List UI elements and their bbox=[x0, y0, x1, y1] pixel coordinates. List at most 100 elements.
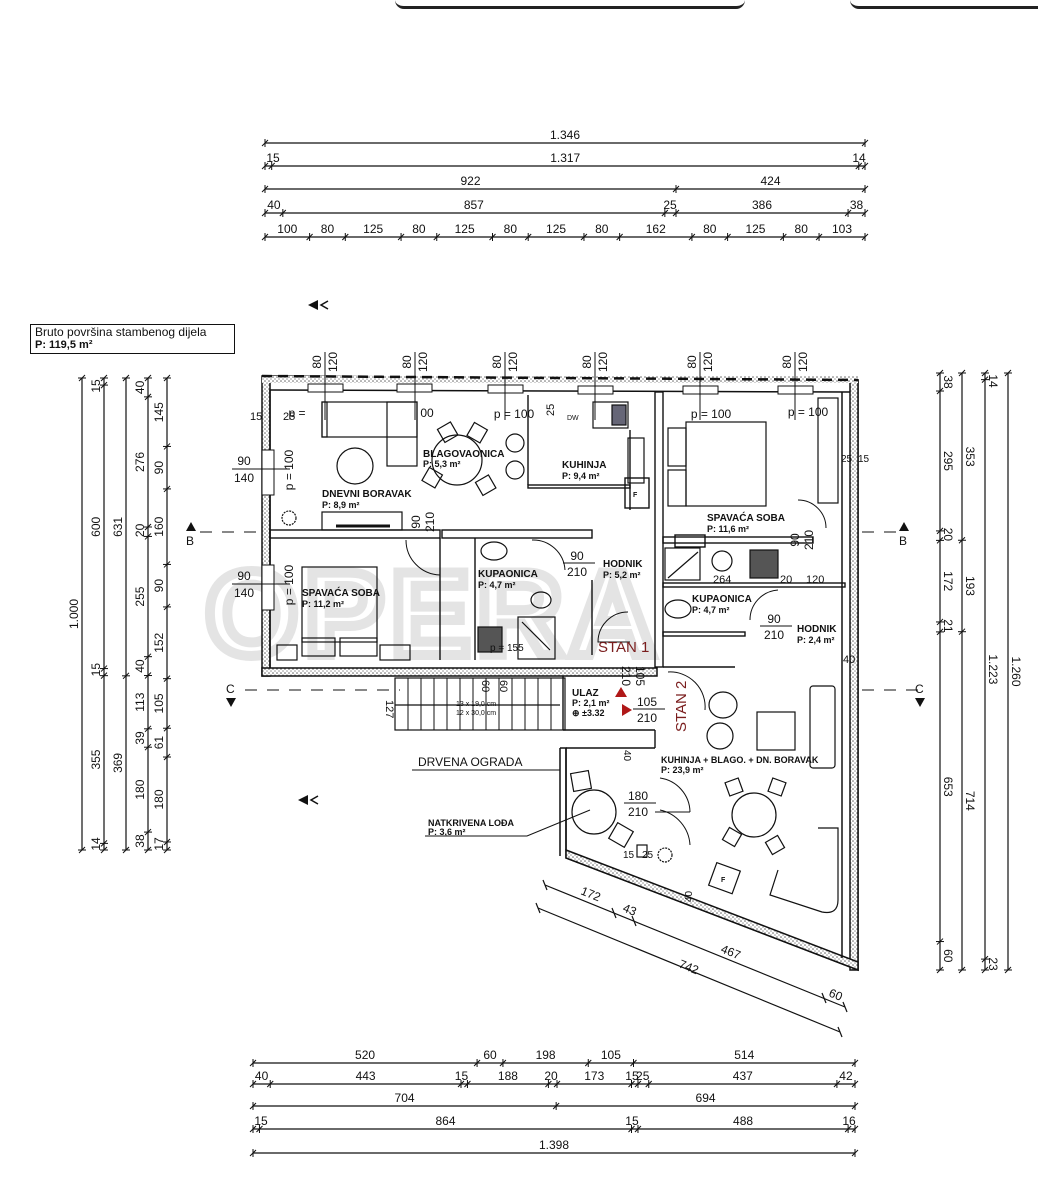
room-area: P: 2,1 m² bbox=[572, 698, 610, 708]
dimension-value: 61 bbox=[152, 736, 166, 750]
elevation-marker-icon bbox=[298, 795, 319, 805]
dimension-value: 443 bbox=[356, 1069, 376, 1083]
room-name: KUPAONICA bbox=[478, 569, 538, 580]
dimension-value: 295 bbox=[941, 451, 955, 471]
door-width: 105 bbox=[637, 695, 657, 709]
dimension-value: 631 bbox=[111, 517, 125, 537]
dimension-value: 20 bbox=[133, 523, 147, 537]
bottom-dimension-chains bbox=[253, 1062, 855, 1154]
exterior-walls bbox=[261, 374, 859, 972]
dimension-value: 60 bbox=[941, 949, 955, 963]
scan-edge-mark bbox=[850, 0, 1038, 9]
door-height: 210 bbox=[423, 512, 437, 532]
wall-dim: 15 bbox=[858, 454, 870, 465]
gross-area-box: Bruto površina stambenog dijela P: 119,5… bbox=[30, 324, 235, 354]
dimension-value: 15 bbox=[455, 1069, 469, 1083]
dimension-value: 172 bbox=[941, 571, 955, 591]
dimension-value: 145 bbox=[152, 402, 166, 422]
window-width: 90 bbox=[237, 569, 251, 583]
dimension-value: 704 bbox=[395, 1091, 415, 1105]
door-width: 90 bbox=[570, 549, 584, 563]
dimension-value: 353 bbox=[963, 447, 977, 467]
dimension-value: 1.000 bbox=[67, 599, 81, 629]
wall-dim: 40 bbox=[684, 890, 695, 902]
section-lines bbox=[200, 531, 918, 691]
dimension-value: 15 bbox=[625, 1069, 639, 1083]
parapet-label: p = bbox=[288, 406, 305, 420]
door-width: 90 bbox=[409, 515, 423, 529]
gross-area-value: P: 119,5 m² bbox=[35, 339, 93, 351]
room-name: HODNIK bbox=[797, 624, 837, 635]
parapet-label: p = 100 bbox=[282, 449, 296, 490]
door-width: 105 bbox=[633, 666, 647, 686]
parapet-label: p = 100 bbox=[282, 564, 296, 605]
room-area: P: 11,6 m² bbox=[707, 524, 749, 534]
dimension-value: 125 bbox=[455, 222, 475, 236]
diag-dim: 742 bbox=[677, 957, 701, 978]
watermark: OPERA bbox=[205, 547, 662, 681]
dishwasher-label: DW bbox=[567, 415, 579, 422]
window-width: 80 bbox=[685, 355, 699, 369]
wall-dim: 40 bbox=[843, 654, 855, 666]
dimension-value: 386 bbox=[752, 198, 772, 212]
entry-marker-icon bbox=[622, 704, 632, 716]
scan-edge-mark bbox=[395, 0, 745, 9]
dimension-value: 105 bbox=[152, 693, 166, 713]
diag-dim: 467 bbox=[719, 942, 743, 963]
right-dimension-chains bbox=[939, 373, 1009, 970]
dimension-value: 694 bbox=[696, 1091, 716, 1105]
dimension-value: 1.398 bbox=[539, 1138, 569, 1152]
dimension-value: 864 bbox=[435, 1114, 455, 1128]
door-width: 90 bbox=[788, 533, 802, 547]
dimension-value: 125 bbox=[363, 222, 383, 236]
dimension-value: 103 bbox=[832, 222, 852, 236]
dimension-value: 714 bbox=[963, 791, 977, 811]
dimension-value: 113 bbox=[133, 692, 147, 711]
fridge-label: F bbox=[721, 877, 726, 884]
window-height: 120 bbox=[701, 352, 715, 372]
dimension-value: 125 bbox=[745, 222, 765, 236]
dimension-value: 14 bbox=[89, 837, 103, 851]
dimension-value: 80 bbox=[504, 222, 518, 236]
dimension-value: 40 bbox=[133, 659, 147, 673]
dimension-value: 25 bbox=[636, 1069, 650, 1083]
dimension-value: 514 bbox=[734, 1048, 754, 1062]
dimension-value: 15 bbox=[89, 379, 103, 393]
unit-label: STAN 1 bbox=[598, 639, 649, 656]
fridge-label: F bbox=[633, 492, 638, 499]
room-name: KUHINJA + BLAGO. + DN. BORAVAK bbox=[661, 755, 819, 765]
dimension-value: 80 bbox=[703, 222, 717, 236]
dimension-value: 276 bbox=[133, 452, 147, 472]
dimension-value: 21 bbox=[941, 619, 955, 633]
left-dimension-chains bbox=[81, 378, 168, 850]
door-width: 90 bbox=[767, 612, 781, 626]
wall-dim: 120 bbox=[806, 574, 824, 586]
wall-dim: 264 bbox=[713, 574, 731, 586]
stairs-rise: 13 x 19,0 cm bbox=[456, 701, 496, 708]
dimension-value: 193 bbox=[963, 576, 977, 596]
wall-dim: 20 bbox=[780, 574, 792, 586]
door-height: 210 bbox=[637, 711, 657, 725]
room-area: P: 3,6 m² bbox=[428, 827, 466, 837]
dimension-value: 40 bbox=[133, 380, 147, 394]
parapet-label: p = 155 bbox=[490, 643, 524, 654]
window-height: 120 bbox=[796, 352, 810, 372]
dimension-value: 173 bbox=[584, 1069, 604, 1083]
dimension-value: 922 bbox=[460, 174, 480, 188]
door-height: 210 bbox=[628, 805, 648, 819]
diag-dim: 43 bbox=[621, 901, 639, 919]
dimension-value: 16 bbox=[842, 1114, 856, 1128]
dimension-value: 369 bbox=[111, 753, 125, 773]
dimension-value: 20 bbox=[941, 528, 955, 542]
diagonal-dimension-chains bbox=[535, 879, 848, 1038]
section-label: C bbox=[226, 682, 235, 696]
dimension-value: 60 bbox=[483, 1048, 497, 1062]
dimension-value: 80 bbox=[795, 222, 809, 236]
room-area: P: 11,2 m² bbox=[302, 599, 344, 609]
wall-dim: 15 bbox=[250, 411, 262, 423]
window-width: 80 bbox=[310, 355, 324, 369]
dimension-value: 488 bbox=[733, 1114, 753, 1128]
dimension-value: 1.317 bbox=[550, 151, 580, 165]
wall-dim: 25 bbox=[841, 454, 853, 465]
wall-dim: 60 bbox=[479, 680, 491, 692]
